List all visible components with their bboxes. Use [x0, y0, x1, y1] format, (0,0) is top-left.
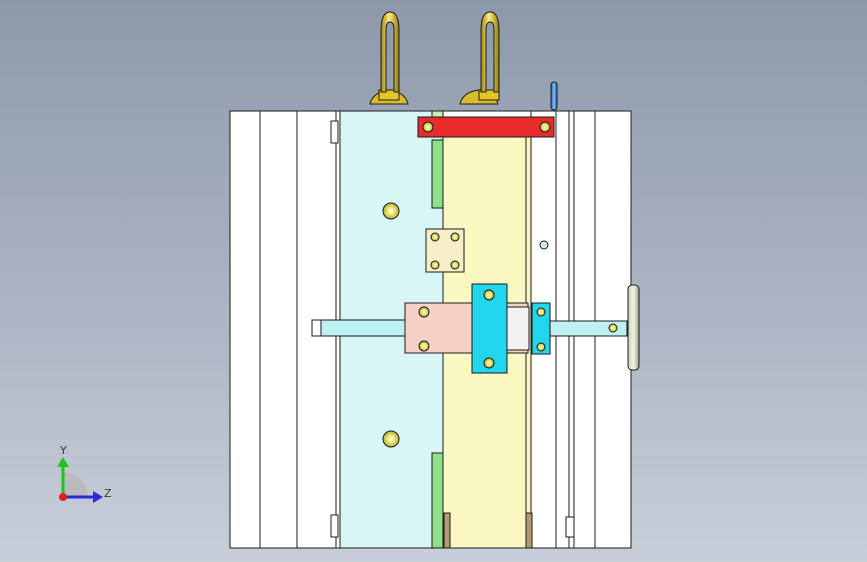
wear-strip-left: [443, 512, 451, 549]
lifting-eye-left[interactable]: [369, 11, 409, 105]
interlock-block[interactable]: [425, 228, 465, 273]
y-axis-label: Y: [59, 444, 67, 457]
parting-strip-bottom: [431, 452, 444, 549]
right-guide-strip: [565, 516, 575, 538]
left-plate-stack[interactable]: [229, 110, 339, 549]
interlock-bolt: [450, 260, 460, 270]
interlock-bolt: [430, 260, 440, 270]
cavity-screw-upper: [382, 202, 400, 220]
interlock-bolt: [430, 232, 440, 242]
y-arrowhead: [57, 457, 69, 467]
lock-screw-upper: [536, 307, 546, 317]
cavity-backing-plate[interactable]: [259, 110, 298, 549]
left-guide-strip-bottom: [330, 514, 339, 538]
rod-end-screw: [608, 323, 618, 333]
z-arrowhead: [93, 491, 103, 503]
lock-screw-lower: [536, 342, 546, 352]
top-clamp-plate[interactable]: [229, 110, 261, 549]
clamp-bolt-left: [422, 121, 434, 133]
interlock-bolt: [450, 232, 460, 242]
cavity-screw-lower: [382, 430, 400, 448]
slider-screw-upper: [418, 306, 430, 318]
mold-assembly[interactable]: [229, 11, 640, 549]
coordinate-triad: Y Z: [57, 444, 112, 503]
parting-strip-top: [431, 139, 444, 209]
wedge-screw-lower: [483, 357, 495, 369]
rod-end-cap: [311, 319, 322, 337]
red-clamp-bar[interactable]: [417, 116, 555, 138]
slider-insert: [504, 306, 530, 351]
support-screw: [539, 240, 549, 250]
slider-screw-lower: [418, 340, 430, 352]
waterline-pin[interactable]: [550, 81, 558, 111]
wedge-screw-upper: [483, 289, 495, 301]
clamp-bolt-right: [539, 121, 551, 133]
z-axis-label: Z: [104, 487, 112, 500]
triad-origin: [59, 493, 67, 501]
lifting-eye-right[interactable]: [459, 11, 500, 105]
locating-ring[interactable]: [627, 284, 640, 371]
xy-plane-indicator: [63, 472, 88, 497]
wear-strip-right: [525, 512, 533, 549]
ejector-rod-left[interactable]: [311, 319, 408, 337]
left-guide-strip: [330, 120, 339, 144]
ejector-rod-right[interactable]: [549, 320, 628, 337]
